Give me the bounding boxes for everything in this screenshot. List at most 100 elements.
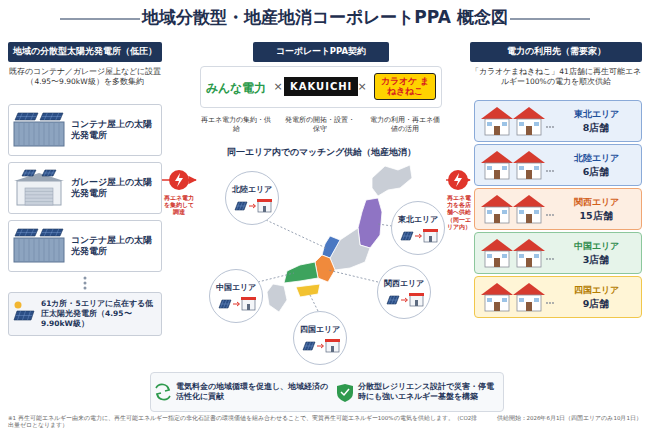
store-awning xyxy=(423,229,438,232)
garage-door xyxy=(25,188,53,205)
container-rib xyxy=(24,239,25,261)
house-door xyxy=(526,126,532,135)
bolt-badge xyxy=(169,170,189,190)
area-icon xyxy=(226,172,280,226)
title-line xyxy=(60,18,140,19)
panel-grid xyxy=(42,232,62,233)
panel-grid xyxy=(389,300,398,301)
house-window xyxy=(519,166,524,170)
flow-arrow xyxy=(249,204,256,208)
group-panel: 電力の利用先（需要家）「カラオケまねきねこ」41店舗に再生可能エネルギー100%… xyxy=(470,42,642,332)
more-dot xyxy=(546,126,548,128)
node-heading: 東北エリア xyxy=(574,108,619,121)
container-rib xyxy=(49,123,50,145)
panel-face xyxy=(387,296,399,304)
house-window xyxy=(519,254,524,258)
house-door xyxy=(494,302,500,311)
leader-line xyxy=(328,270,378,282)
more-dot xyxy=(546,302,548,304)
flow-arrow xyxy=(317,344,324,348)
node-heading: 61カ所・5エリアに点在する低圧太陽光発電所（4.95〜9.90kW級） xyxy=(41,299,157,328)
more-dot xyxy=(552,214,554,216)
house-window xyxy=(534,254,539,258)
house-window xyxy=(502,210,507,214)
area-node: 中国エリア xyxy=(209,269,263,323)
leader-line xyxy=(258,273,294,282)
store-building xyxy=(326,341,339,352)
house-window xyxy=(519,298,524,302)
more-dot xyxy=(549,258,551,260)
node-text: 既存のコンテナ／ガレージ屋上などに設置（4.95〜9.90kW級）を多数集約 xyxy=(8,67,162,87)
panel-grid xyxy=(44,173,55,174)
garage-roof xyxy=(14,173,64,181)
panel-face xyxy=(14,311,34,320)
node-heading: 四国エリア xyxy=(294,324,346,335)
node-text: 電力の利用・再エネ価値の活用 xyxy=(368,116,442,134)
store-building xyxy=(258,201,271,212)
solar-panel xyxy=(387,296,399,304)
house-window xyxy=(502,166,507,170)
container-rib xyxy=(19,239,20,261)
house-body xyxy=(485,119,509,135)
container-rib xyxy=(44,123,45,145)
flow-arrow xyxy=(415,234,422,238)
panel-grid xyxy=(16,315,33,316)
house-roof xyxy=(481,107,513,119)
shikoku-region xyxy=(296,284,320,297)
group-panel: コーポレートPPA契約みんな電力再エネ電力の集約・供給KAKUICHI発電所の開… xyxy=(196,42,446,368)
house-body xyxy=(485,207,509,223)
merit-node: 電気料金の地域循環を促進し、地域経済の活性化に貢献 xyxy=(176,377,330,407)
node-text: 9店舗 xyxy=(583,298,610,311)
more-dot xyxy=(552,302,554,304)
leader-line xyxy=(309,293,318,311)
house-window xyxy=(502,254,507,258)
hokkaido xyxy=(372,165,412,196)
container-rib xyxy=(29,239,30,261)
annotation-label: × xyxy=(272,80,284,93)
container-body xyxy=(14,122,64,146)
kyushu xyxy=(267,284,287,312)
dest-node: 北陸エリア6店舗 xyxy=(474,144,642,186)
dest-node: 四国エリア9店舗 xyxy=(474,276,642,318)
shield xyxy=(337,384,353,402)
house-door xyxy=(526,214,532,223)
house-window xyxy=(534,298,539,302)
house-window xyxy=(519,122,524,126)
area-icon xyxy=(294,312,348,366)
panel-face xyxy=(42,170,56,176)
area-icon xyxy=(392,202,446,256)
dot xyxy=(84,287,87,290)
store-awning xyxy=(257,199,272,202)
node-text: 6店舗 xyxy=(583,166,610,179)
house-window xyxy=(487,166,492,170)
dest-node: 関西エリア15店舗 xyxy=(474,188,642,230)
house-door xyxy=(494,258,500,267)
area-node: 北陸エリア xyxy=(225,171,279,225)
title-line xyxy=(510,18,590,19)
garage-body xyxy=(17,181,61,205)
node-text: 「カラオケまねきねこ」41店舗に再生可能エネルギー100%の電力を順次供給 xyxy=(470,67,642,87)
door-slat xyxy=(25,191,53,192)
tohoku-region xyxy=(358,198,382,248)
panel-face xyxy=(40,113,63,120)
leader-line xyxy=(378,224,392,226)
annotation-label: 同一エリア内でのマッチング供給（地産地消） xyxy=(196,146,446,159)
src-node: コンテナ屋上の太陽光発電所 xyxy=(8,220,162,272)
check xyxy=(341,389,349,395)
house-door xyxy=(526,258,532,267)
chugoku-region xyxy=(284,262,318,283)
store-awning xyxy=(325,339,340,342)
node-heading: 分散型レジリエンス設計で災害・停電時にも強いエネルギー基盤を構築 xyxy=(358,382,498,402)
house-body xyxy=(517,119,541,135)
src2-node: 61カ所・5エリアに点在する低圧太陽光発電所（4.95〜9.90kW級） xyxy=(8,292,162,336)
group-panel: 地域の分散型太陽光発電所（低圧）既存のコンテナ／ガレージ屋上などに設置（4.95… xyxy=(8,42,162,338)
container-rib xyxy=(44,239,45,261)
more-dot xyxy=(546,170,548,172)
house-door xyxy=(526,170,532,179)
src-node: コンテナ屋上の太陽光発電所 xyxy=(8,104,162,156)
store-building xyxy=(242,299,255,310)
node-heading: 四国エリア xyxy=(574,284,619,297)
more-dot xyxy=(549,170,551,172)
node-heading: 中国エリア xyxy=(574,240,619,253)
